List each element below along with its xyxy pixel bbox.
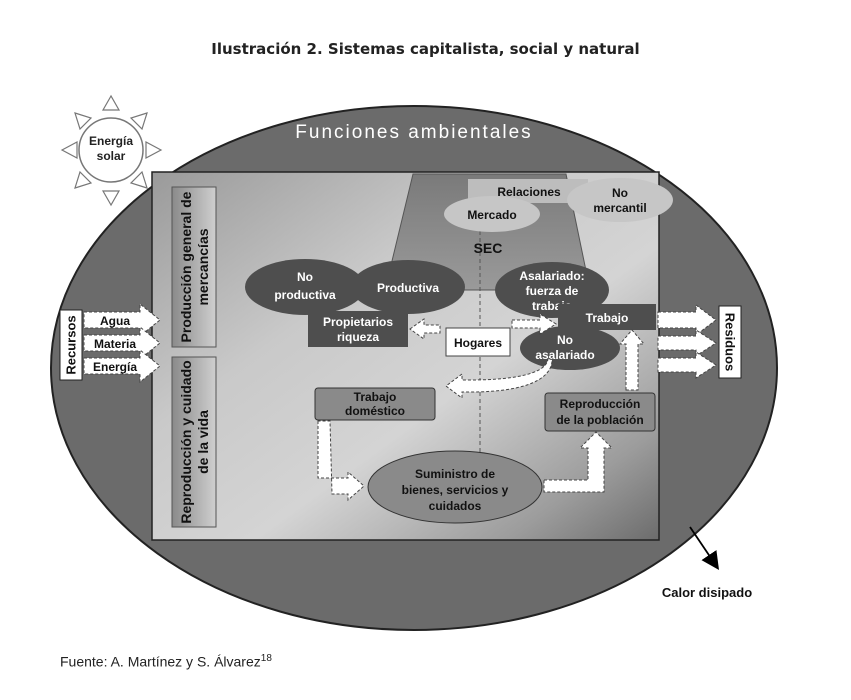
supply-label-3: cuidados bbox=[429, 499, 482, 513]
owners-arrow-icon bbox=[409, 318, 441, 340]
resource-matter-label: Materia bbox=[94, 337, 136, 351]
resources-label: Recursos bbox=[64, 315, 79, 374]
source-text: Fuente: A. Martínez y S. Álvarez bbox=[60, 653, 261, 670]
households-label: Hogares bbox=[454, 336, 502, 350]
wage-labour-label-1: Asalariado: bbox=[519, 269, 584, 283]
source-footnote: 18 bbox=[260, 653, 272, 664]
relations-label: Relaciones bbox=[497, 185, 561, 199]
sun-label-1: Energía bbox=[89, 134, 133, 148]
heat-arrow-icon bbox=[689, 526, 720, 570]
production-band bbox=[171, 186, 217, 348]
population-reproduction-label-1: Reproducción bbox=[560, 397, 641, 411]
figure-source: Fuente: A. Martínez y S. Álvarez18 bbox=[60, 653, 272, 670]
reproduction-band-label-1: Reproducción y cuidado bbox=[178, 360, 194, 523]
reproduction-to-labour-arrow-icon bbox=[618, 329, 646, 391]
non-wage-label-2: asalariado bbox=[535, 348, 594, 362]
reproduction-band bbox=[171, 356, 217, 528]
market-label: Mercado bbox=[467, 208, 516, 222]
owners-label-1: Propietarios bbox=[323, 315, 393, 329]
productive-label: Productiva bbox=[377, 281, 439, 295]
return-arrow-icon bbox=[445, 357, 553, 399]
households-box bbox=[445, 327, 511, 357]
productive-ellipse bbox=[351, 260, 465, 314]
supply-label-1: Suministro de bbox=[415, 467, 495, 481]
population-reproduction-label-2: de la población bbox=[556, 413, 643, 427]
domestic-work-label-1: Trabajo bbox=[354, 390, 397, 404]
non-productive-label-1: No bbox=[297, 270, 313, 284]
domestic-to-supply-arrow-icon bbox=[317, 420, 365, 502]
reproduction-band-label-2: de la vida bbox=[195, 410, 211, 474]
resource-arrow-energy bbox=[83, 348, 161, 384]
supply-label-2: bienes, servicios y bbox=[402, 483, 509, 497]
non-market-ellipse bbox=[567, 178, 673, 222]
resource-energy-label: Energía bbox=[93, 360, 137, 374]
supply-to-reproduction-arrow-icon bbox=[543, 431, 614, 493]
owners-label-2: riqueza bbox=[337, 330, 379, 344]
non-productive-label-2: productiva bbox=[274, 288, 336, 302]
non-wage-ellipse bbox=[520, 326, 620, 370]
resource-water-label: Agua bbox=[100, 314, 130, 328]
labour-label: Trabajo bbox=[586, 311, 629, 325]
non-market-label-1: No bbox=[612, 186, 628, 200]
supply-ellipse bbox=[367, 450, 543, 524]
wage-labour-label-2: fuerza de bbox=[526, 284, 579, 298]
heat-label: Calor disipado bbox=[662, 585, 752, 600]
sun-label-2: solar bbox=[97, 149, 126, 163]
non-market-label-2: mercantil bbox=[593, 201, 646, 215]
resources-box bbox=[59, 309, 83, 381]
domestic-work-box bbox=[314, 387, 436, 421]
waste-box bbox=[718, 305, 742, 379]
labour-box bbox=[558, 304, 656, 330]
figure-title: Ilustración 2. Sistemas capitalista, soc… bbox=[211, 40, 640, 58]
waste-label: Residuos bbox=[723, 313, 738, 372]
sec-label: SEC bbox=[474, 240, 503, 256]
non-wage-label-1: No bbox=[557, 333, 573, 347]
sun-icon bbox=[60, 94, 163, 207]
domestic-work-label-2: doméstico bbox=[345, 404, 405, 418]
waste-arrows-icon bbox=[657, 304, 717, 379]
production-band-label-1: Producción general de bbox=[178, 191, 194, 342]
owners-box bbox=[308, 311, 408, 347]
market-ellipse bbox=[444, 196, 540, 232]
households-to-labour-arrow-icon bbox=[511, 313, 557, 335]
environmental-functions-label: Funciones ambientales bbox=[295, 122, 532, 143]
population-reproduction-box bbox=[544, 392, 656, 432]
production-band-label-2: mercancías bbox=[195, 228, 211, 305]
non-productive-ellipse bbox=[245, 259, 365, 315]
